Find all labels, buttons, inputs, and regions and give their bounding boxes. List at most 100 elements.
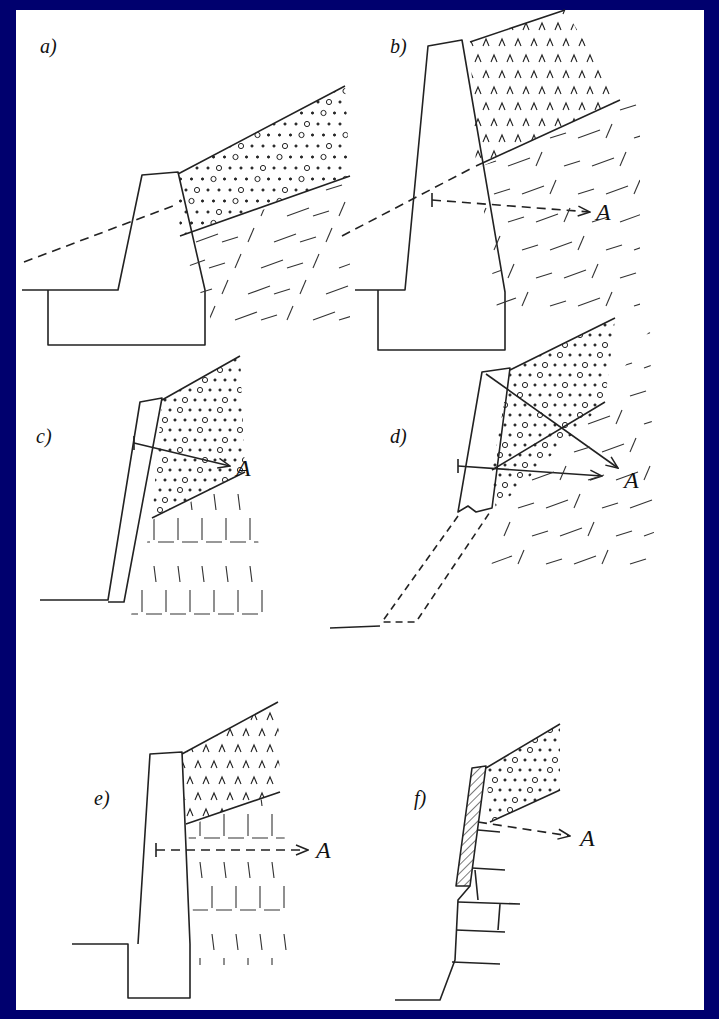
fill-mark	[267, 745, 273, 752]
gravel-dot	[234, 459, 236, 461]
gravel-dot	[519, 729, 521, 731]
gravel-dot	[216, 165, 221, 170]
rock-stroke	[284, 934, 286, 950]
gravel-dot	[267, 90, 269, 92]
gravel-dot	[544, 779, 546, 781]
gravel-dot	[494, 759, 496, 761]
gravel-dot	[204, 519, 206, 521]
gravel-dot	[209, 369, 211, 371]
thin-wall	[40, 398, 162, 602]
gravel-dot	[582, 322, 587, 327]
gravel-dot	[509, 514, 511, 516]
gravel-dot	[344, 200, 346, 202]
gravel-dot	[549, 494, 551, 496]
gravel-dot	[529, 809, 531, 811]
gravel-dot	[157, 467, 162, 472]
gravel-dot	[284, 123, 286, 125]
gravel-dot	[544, 504, 546, 506]
gravel-dot	[594, 344, 596, 346]
gravel-dot	[494, 424, 496, 426]
rock-stroke	[550, 301, 566, 306]
gravel-dot	[306, 189, 308, 191]
gravel-dot	[519, 769, 521, 771]
rock-stroke	[225, 518, 226, 540]
gravel-dot	[217, 407, 222, 412]
rock-stroke	[142, 494, 144, 510]
gravel-dot	[574, 464, 576, 466]
gravel-dot	[564, 444, 566, 446]
fill-mark	[227, 793, 233, 800]
gravel-dot	[197, 467, 202, 472]
rock-stroke	[592, 158, 614, 166]
gravel-dot	[190, 178, 192, 180]
gravel-dot	[245, 156, 247, 158]
rock-stroke	[578, 236, 584, 250]
gravel-dot	[219, 389, 221, 391]
rock-stroke	[183, 202, 189, 216]
gravel-dot	[189, 198, 194, 203]
rock-stroke	[287, 263, 303, 268]
gravel-dot	[194, 231, 199, 236]
gravel-dot	[326, 99, 331, 104]
gravel-dot	[185, 233, 187, 235]
gravel-dot	[582, 362, 587, 367]
gravel-dot	[494, 324, 496, 326]
rock-stroke	[564, 270, 586, 278]
gravel-dot	[509, 414, 511, 416]
gravel-dot	[249, 489, 251, 491]
gravel-dot	[159, 489, 161, 491]
gravel-dot	[489, 314, 491, 316]
gravel-dot	[584, 384, 586, 386]
gravel-dot	[154, 399, 156, 401]
fill-mark	[179, 729, 185, 736]
gravel-dot	[149, 469, 151, 471]
gravel-dot	[304, 209, 309, 214]
gravel-dot	[494, 364, 496, 366]
rock-stroke	[216, 909, 232, 910]
rock-stroke	[504, 354, 510, 368]
fill-mark	[507, 119, 513, 126]
gravel-dot	[219, 469, 221, 471]
gravel-dot	[539, 809, 541, 811]
gravel-dot	[339, 145, 341, 147]
gravel-dot	[204, 439, 206, 441]
gravel-dot	[196, 211, 198, 213]
rock-stroke	[261, 260, 283, 268]
gravel-dot	[339, 123, 341, 125]
gravel-dot	[169, 389, 171, 391]
gravel-dot	[544, 819, 546, 821]
gravel-dot	[255, 220, 260, 225]
rock-stroke	[261, 590, 262, 612]
paper	[16, 10, 704, 1010]
gravel-dot	[251, 233, 253, 235]
fill-mark	[227, 697, 233, 704]
gravel-dot	[597, 432, 602, 437]
gravel-dot	[574, 504, 576, 506]
rock-stroke	[192, 909, 208, 910]
gravel-dot	[554, 464, 556, 466]
gravel-dot	[343, 88, 348, 93]
gravel-dot	[242, 377, 247, 382]
gravel-dot	[509, 454, 511, 456]
fill-mark	[587, 55, 593, 62]
gravel-dot	[177, 407, 182, 412]
gravel-dot	[614, 504, 616, 506]
rock-stroke	[620, 273, 636, 278]
gravel-dot	[149, 429, 151, 431]
rock-stroke	[620, 105, 636, 110]
fill-mark	[475, 87, 481, 94]
rock-stroke	[274, 289, 290, 294]
fill-mark	[219, 713, 225, 720]
gravel-dot	[614, 464, 616, 466]
gravel-dot	[219, 509, 221, 511]
fill-mark	[579, 103, 585, 110]
gravel-dot	[589, 454, 591, 456]
rock-stroke	[339, 260, 361, 268]
gravel-dot	[194, 359, 196, 361]
rock-stroke	[326, 286, 348, 294]
gravel-dot	[534, 344, 536, 346]
gravel-dot	[262, 233, 264, 235]
rock-stroke	[518, 335, 534, 340]
rock-stroke	[283, 886, 284, 908]
gravel-dot	[234, 222, 236, 224]
